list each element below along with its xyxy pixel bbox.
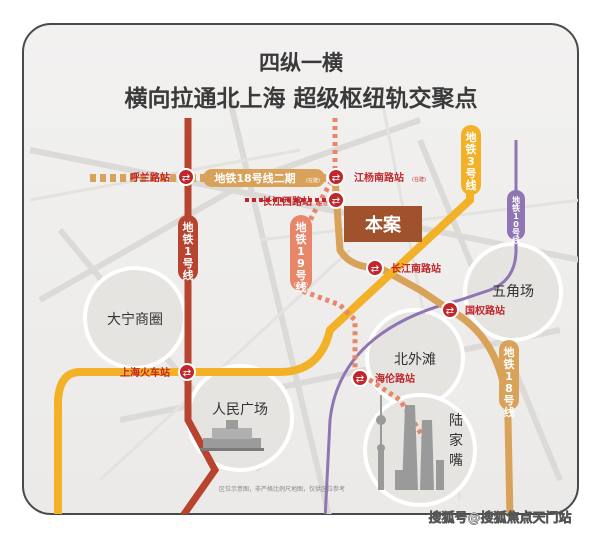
svg-text:⇄: ⇄ xyxy=(183,368,191,379)
interchange-icon xyxy=(327,168,345,186)
station-guoquan: ⇄ 国权路站 xyxy=(441,301,505,319)
line19-planned-tag: (在建) xyxy=(294,281,308,288)
interchange-icon xyxy=(351,369,369,387)
svg-text:江杨南路站: 江杨南路站 xyxy=(354,171,404,184)
svg-text:⇄: ⇄ xyxy=(332,173,340,184)
station-hulan: 呼兰路站 ⇄ xyxy=(130,168,195,186)
station-changjiang-south: ⇄ 长江南路站 xyxy=(366,259,441,277)
area-wujiaochang-label: 五角场 xyxy=(492,284,534,300)
watermark: 搜狐号@搜狐焦点天门站 xyxy=(428,510,571,526)
footnote: 区位示意图，非严格比例尺地图，仅供区位参考 xyxy=(219,485,345,493)
svg-text:海伦路站: 海伦路站 xyxy=(375,372,415,385)
interchange-icon xyxy=(177,168,195,186)
people-square-building xyxy=(200,420,264,451)
changjiang-west-planned-tag: (在建) xyxy=(316,200,330,207)
svg-text:⇄: ⇄ xyxy=(446,306,454,317)
jiangpu-planned-tag: (在建) xyxy=(412,176,426,183)
project-label: 本案 xyxy=(365,214,402,236)
interchange-icon xyxy=(366,259,384,277)
interchange-icon xyxy=(327,191,345,209)
metro-line-10 xyxy=(323,140,518,514)
station-changjiang-west: 长江西路站 (在建) ⇄ xyxy=(262,191,345,209)
svg-text:长江南路站: 长江南路站 xyxy=(391,262,441,275)
svg-text:⇄: ⇄ xyxy=(371,264,379,275)
lujiazui-skyline xyxy=(376,395,444,490)
svg-text:国权路站: 国权路站 xyxy=(465,304,505,317)
svg-text:⇄: ⇄ xyxy=(356,374,364,385)
area-lujiazui xyxy=(363,393,477,507)
area-lujiazui-label: 陆家嘴 xyxy=(449,413,463,469)
svg-text:呼兰路站: 呼兰路站 xyxy=(130,171,170,184)
title-line1: 四纵一横 xyxy=(259,51,343,75)
svg-text:长江西路站: 长江西路站 xyxy=(262,195,312,208)
area-daning-label: 大宁商圈 xyxy=(107,311,163,328)
svg-text:⇄: ⇄ xyxy=(182,173,190,184)
interchange-icon xyxy=(441,301,459,319)
station-hailun: ⇄ 海伦路站 xyxy=(351,369,415,387)
project-marker: 本案 xyxy=(344,206,422,242)
svg-text:上海火车站: 上海火车站 xyxy=(120,366,170,379)
area-wujiaochang xyxy=(463,242,563,342)
area-north-bund-label: 北外滩 xyxy=(394,352,436,368)
metro-line-3 xyxy=(54,130,474,514)
line18-phase2-planned-tag: (在建) xyxy=(306,177,320,184)
area-people-square-label: 人民广场 xyxy=(212,402,268,418)
line18-phase2-label: 地铁18号线二期 (在建) xyxy=(203,169,325,187)
interchange-icon xyxy=(178,363,196,381)
line18-phase2-label-text: 地铁18号线二期 xyxy=(214,171,295,185)
station-shanghai-rail: 上海火车站 ⇄ xyxy=(120,363,196,381)
station-jiangpu: ⇄ 江杨南路站 (在建) xyxy=(327,168,426,186)
title-line2: 横向拉通北上海 超级枢纽轨交聚点 xyxy=(124,85,477,112)
metro-line-19 xyxy=(297,118,428,442)
svg-text:⇄: ⇄ xyxy=(332,196,340,207)
